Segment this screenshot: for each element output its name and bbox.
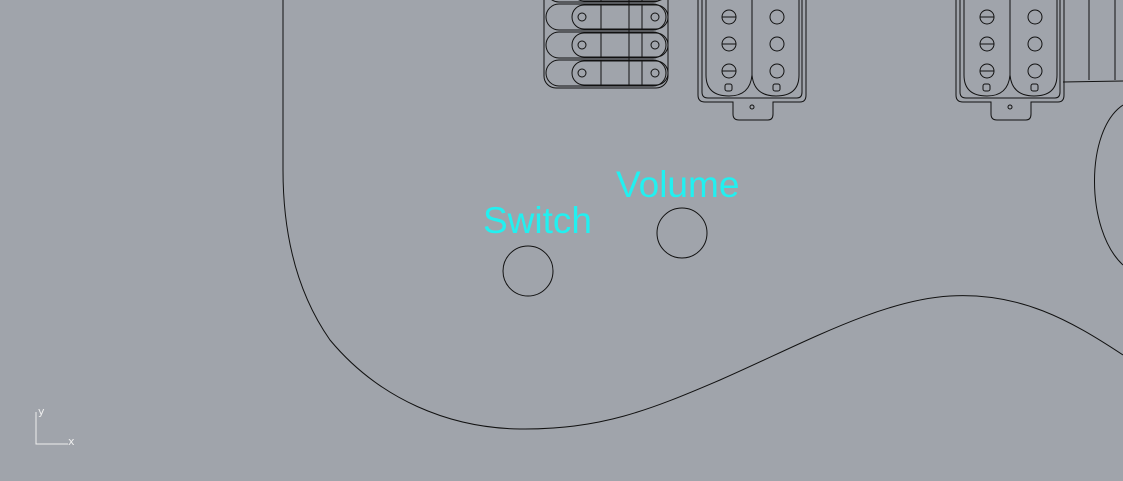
humbucker-pickup [697, 0, 807, 121]
volume-hole [656, 207, 708, 259]
body-outline [282, 0, 1123, 430]
control-cavity-arc [1094, 104, 1123, 266]
humbucker-pickup [955, 0, 1065, 121]
single-coil-pickups [543, 0, 669, 89]
axis-x-label: x [68, 435, 75, 448]
axis-y-label: y [38, 405, 45, 418]
single-coil [545, 59, 667, 87]
switch-hole [502, 245, 554, 297]
single-coil [545, 31, 667, 59]
axis-icon [35, 412, 68, 445]
single-coil [551, 0, 661, 3]
switch-label: Switch [483, 200, 592, 241]
volume-label: Volume [616, 164, 740, 205]
single-coil [545, 3, 667, 31]
